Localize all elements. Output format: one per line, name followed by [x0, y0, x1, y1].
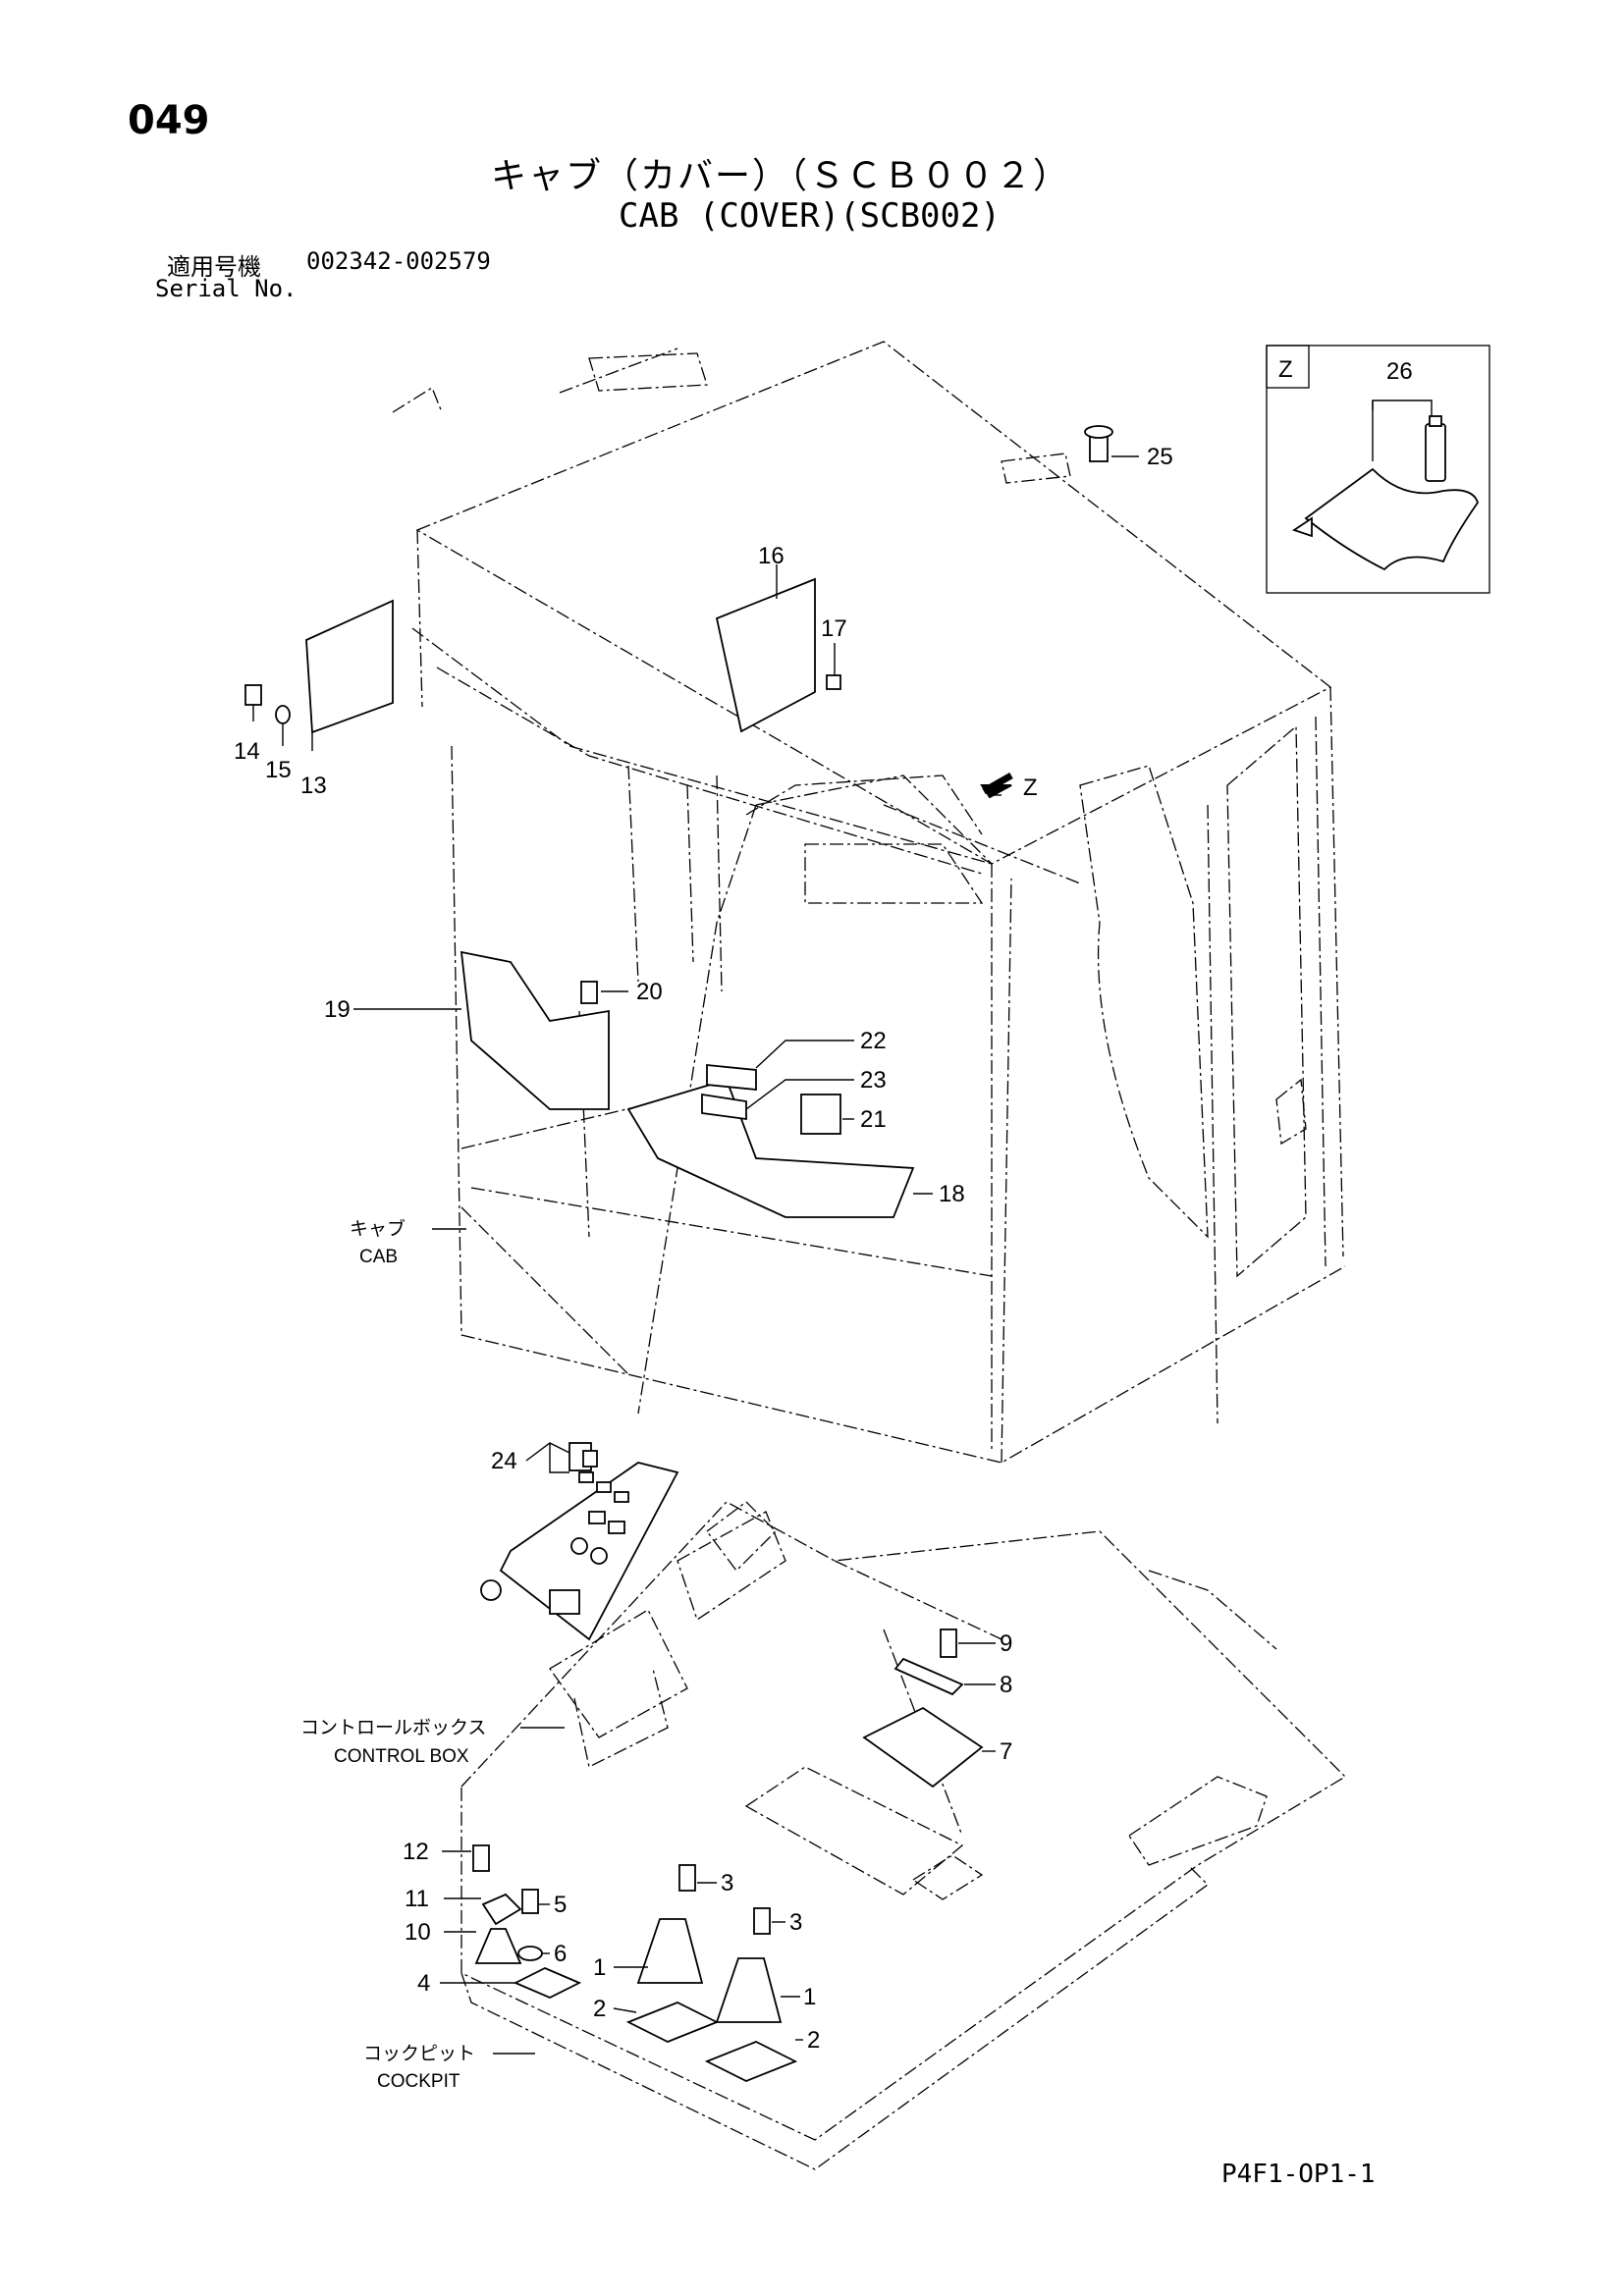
leader-lines [252, 455, 1139, 2055]
leader-26 [1372, 400, 1433, 422]
part-12-bolt [472, 1844, 490, 1872]
part-22-switch [706, 1064, 757, 1091]
part-8-bracket [893, 1657, 964, 1696]
part-15-washer [275, 705, 291, 724]
callout-labels: 25 16 17 14 15 13 19 20 22 23 21 18 24 9… [234, 444, 1173, 2054]
part-21-box [800, 1094, 841, 1135]
part-3a-bolt [678, 1864, 696, 1892]
view-arrow-z: Z [980, 772, 1038, 801]
callout-2b: 2 [807, 2027, 820, 2054]
callout-4: 4 [417, 1970, 430, 1997]
part-1a-lever-boot [636, 1918, 704, 1984]
callout-24: 24 [491, 1448, 517, 1474]
detail-view-z: Z 26 [1266, 345, 1490, 594]
callout-22: 22 [860, 1028, 887, 1054]
drawing-code: P4F1-OP1-1 [1221, 2160, 1376, 2189]
detail-view-label: Z [1278, 356, 1293, 383]
callout-10: 10 [405, 1919, 431, 1946]
callout-14: 14 [234, 738, 260, 765]
control-knob-icon [480, 1579, 502, 1601]
detail-view-frame [1266, 345, 1490, 594]
view-arrow-label: Z [1023, 774, 1038, 801]
part-17-screw [826, 674, 841, 690]
cab-outline [392, 341, 1346, 1464]
part-19-console [460, 950, 610, 1110]
part-20-bolt [580, 981, 598, 1004]
area-label-control-box-en: CONTROL BOX [334, 1746, 469, 1767]
area-label-cockpit-jp: コックピット [363, 2043, 475, 2064]
callout-5: 5 [554, 1892, 567, 1918]
callout-20: 20 [636, 979, 663, 1005]
part-5-bolt [521, 1889, 539, 1914]
area-label-cockpit-en: COCKPIT [377, 2071, 460, 2092]
part-11-plate [481, 1893, 522, 1926]
parts [244, 425, 1113, 2082]
callout-18: 18 [939, 1181, 965, 1207]
callout-23: 23 [860, 1067, 887, 1094]
bag-ring-icon [1291, 516, 1313, 538]
callout-25: 25 [1147, 444, 1173, 470]
part-10-boot [474, 1928, 522, 1964]
serial-label-japanese: 適用号機 [167, 253, 261, 281]
callout-21: 21 [860, 1106, 887, 1133]
callout-1a: 1 [593, 1954, 606, 1981]
callout-2a: 2 [593, 1996, 606, 2022]
tool-bag-icon [1304, 467, 1479, 571]
callout-15: 15 [265, 757, 292, 783]
bottle-icon [1425, 423, 1446, 482]
callout-3a: 3 [721, 1870, 733, 1896]
part-23-switch [701, 1093, 747, 1121]
part-3b-bolt [753, 1907, 771, 1935]
area-label-cab-jp: キャブ [350, 1217, 406, 1240]
part-6-washer [517, 1946, 543, 1961]
serial-label-english: Serial No. [155, 275, 298, 302]
part-2b-plate [704, 2041, 798, 2082]
callout-3b: 3 [789, 1909, 802, 1936]
part-16-cover-plate [715, 577, 816, 733]
callout-13: 13 [300, 773, 327, 799]
callout-16: 16 [758, 543, 785, 569]
area-labels: キャブ CAB コントロールボックス CONTROL BOX コックピット CO… [300, 1217, 486, 2092]
part-1b-lever-boot [715, 1957, 783, 2023]
bottle-cap-icon [1429, 415, 1442, 427]
callout-7: 7 [1000, 1738, 1012, 1765]
part-4-plate [513, 1967, 582, 1999]
callout-8: 8 [1000, 1672, 1012, 1698]
title-english: CAB (COVER)(SCB002) [619, 196, 1001, 236]
title-japanese: キャブ（カバー）（ＳＣＢ００２） [491, 156, 1071, 196]
callout-6: 6 [554, 1941, 567, 1967]
callout-11: 11 [405, 1886, 429, 1912]
part-7-plate [862, 1706, 984, 1789]
callout-17: 17 [821, 615, 847, 642]
callout-12: 12 [403, 1839, 429, 1865]
callout-26: 26 [1386, 358, 1413, 385]
callout-1b: 1 [803, 1984, 816, 2010]
area-label-control-box-jp: コントロールボックス [300, 1717, 486, 1738]
part-9-bolt [940, 1629, 957, 1658]
control-box [480, 1462, 679, 1641]
callout-9: 9 [1000, 1630, 1012, 1657]
part-2a-plate [625, 2002, 720, 2043]
part-14-bolt [244, 684, 262, 706]
area-label-cab-en: CAB [359, 1247, 398, 1267]
serial-range: 002342-002579 [306, 247, 491, 275]
page-number: 049 [128, 98, 210, 143]
cockpit-outline [460, 1501, 1347, 2170]
detail-view-label-box [1266, 345, 1310, 389]
part-18-panel [626, 1078, 915, 1218]
part-13-cover-plate [305, 599, 394, 734]
callout-19: 19 [324, 996, 351, 1023]
control-panel-body [499, 1462, 679, 1641]
